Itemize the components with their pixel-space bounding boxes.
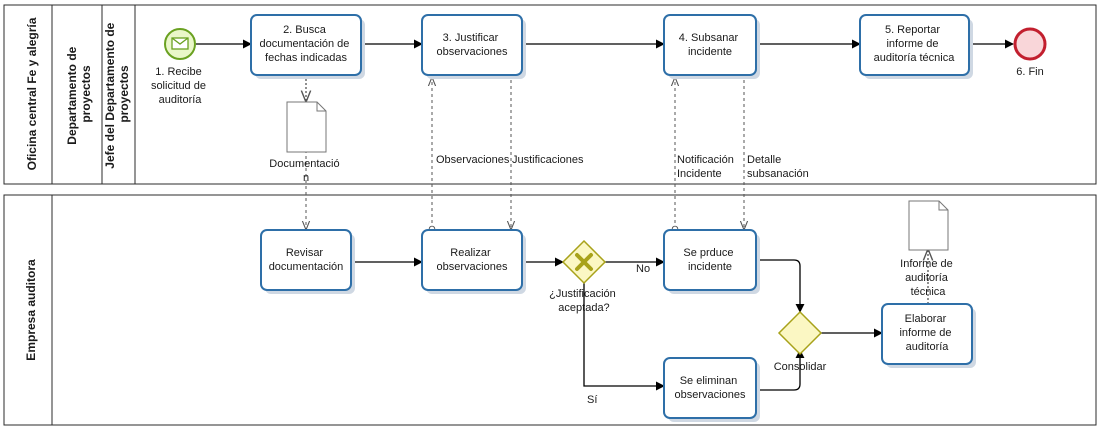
msg-label-notificacion: Notificación Incidente [677, 154, 737, 180]
x-mark-icon [575, 253, 593, 271]
task-revisar-documentacion[interactable]: Revisar documentación [260, 229, 355, 294]
svg-text:3. Justificar observacio: 3. Justificar observaciones [437, 32, 508, 58]
data-object-documentacion-label: Documentació n [269, 158, 342, 184]
data-object-documentacion[interactable] [286, 101, 327, 153]
msg-label-justificaciones: Justificaciones [512, 154, 584, 166]
data-object-informe[interactable] [908, 200, 949, 251]
gateway-justificacion-label: ¿Justificación aceptada? [549, 288, 619, 314]
gateway-consolidar-label: Consolidar [774, 361, 827, 373]
task-realizar-observaciones[interactable]: Realizar observaciones [421, 229, 526, 294]
msg-label-detalle: Detalle subsanación [747, 154, 809, 180]
task-se-eliminan-observaciones[interactable]: Se eliminan observaciones [663, 357, 760, 422]
task-se-produce-incidente[interactable]: Se prduce incidente [663, 229, 760, 294]
start-event-message[interactable] [164, 28, 196, 60]
svg-text:Se prduce incidente: Se prduce incidente [683, 247, 736, 273]
task-elaborar-informe[interactable]: Elaborar informe de auditoría [881, 303, 976, 368]
envelope-icon [171, 37, 189, 50]
pool-empresa-title: Empresa auditora [24, 259, 38, 361]
svg-text:Realizar observaciones: Realizar observaciones [437, 247, 508, 273]
data-object-informe-label: Informe de auditoría técnica [900, 258, 956, 298]
task-subsanar-incidente[interactable]: 4. Subsanar incidente [663, 14, 760, 79]
svg-text:4. Subsanar incidente: 4. Subsanar incidente [679, 32, 741, 58]
lane-dept-title: Departamento de proyectos [65, 43, 93, 144]
gateway-exclusive-justificacion[interactable] [561, 239, 607, 285]
flow-gateway-si [583, 283, 665, 391]
flow-label-no: No [636, 263, 650, 275]
svg-text:5. Reportar informe de: 5. Reportar informe de auditoría técnica [874, 24, 956, 64]
task-reportar-informe[interactable]: 5. Reportar informe de auditoría técnica [859, 14, 973, 79]
gateway-consolidar[interactable] [777, 310, 823, 356]
pool-oficina-title: Oficina central Fe y alegría [25, 17, 39, 170]
svg-text:Revisar documentación: Revisar documentación [269, 247, 344, 273]
end-event[interactable] [1013, 27, 1047, 61]
flow-produce-to-consolidar [756, 259, 805, 313]
flow-label-si: Sí [587, 394, 597, 406]
task-justificar-observaciones[interactable]: 3. Justificar observaciones [421, 14, 526, 79]
svg-text:2. Busca documentación d: 2. Busca documentación de fechas indicad… [260, 24, 353, 64]
start-event-label: 1. Recibe solicitud de auditoría [151, 66, 209, 106]
svg-text:Elaborar informe de: Elaborar informe de auditoría [899, 313, 954, 353]
end-event-label: 6. Fin [1016, 66, 1044, 78]
task-busca-documentacion[interactable]: 2. Busca documentación de fechas indicad… [250, 14, 365, 79]
svg-text:Se eliminan observacione: Se eliminan observaciones [675, 375, 746, 401]
flow-eliminan-to-consolidar [756, 349, 805, 391]
lane-jefe-title: Jefe del Departamento de proyectos [103, 19, 131, 168]
msg-label-observaciones: Observaciones [436, 154, 510, 166]
